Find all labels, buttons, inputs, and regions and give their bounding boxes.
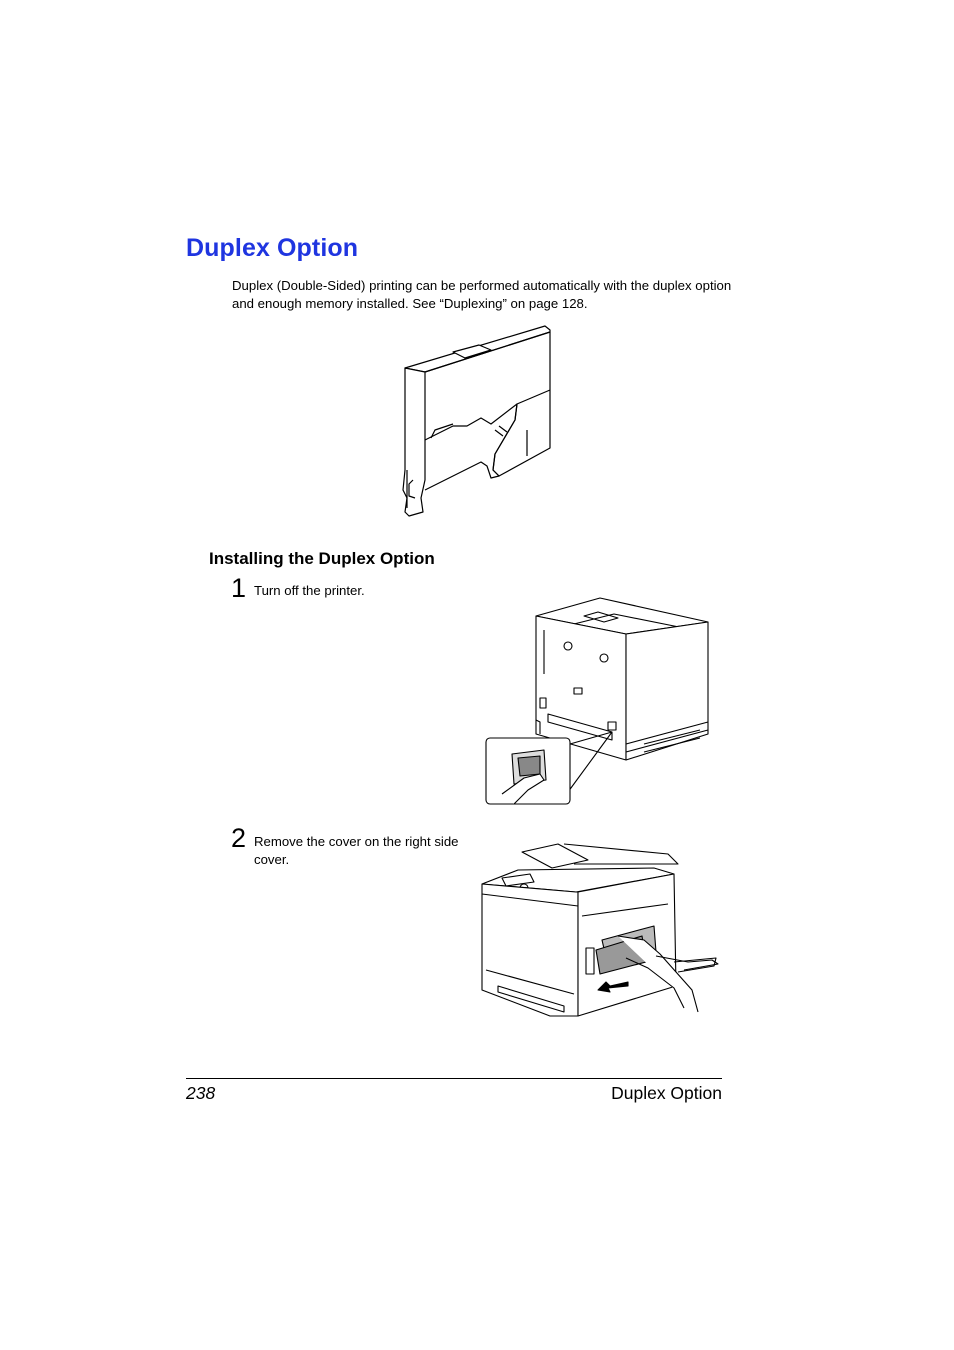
printer-cover-removal-illustration <box>481 843 719 1017</box>
intro-paragraph: Duplex (Double-Sided) printing can be pe… <box>232 278 732 311</box>
footer-section-title: Duplex Option <box>611 1083 722 1103</box>
step-1-number: 1 <box>231 573 247 603</box>
page-title: Duplex Option <box>186 234 359 262</box>
step-2-text: Remove the cover on the right side cover… <box>254 834 459 867</box>
section-subheading: Installing the Duplex Option <box>209 549 435 568</box>
duplex-unit-illustration <box>402 325 551 517</box>
page-number: 238 <box>186 1083 216 1103</box>
step-1-text: Turn off the printer. <box>254 583 365 598</box>
footer-rule <box>186 1078 722 1079</box>
step-2-number: 2 <box>231 823 247 853</box>
printer-power-switch-illustration <box>485 597 709 805</box>
